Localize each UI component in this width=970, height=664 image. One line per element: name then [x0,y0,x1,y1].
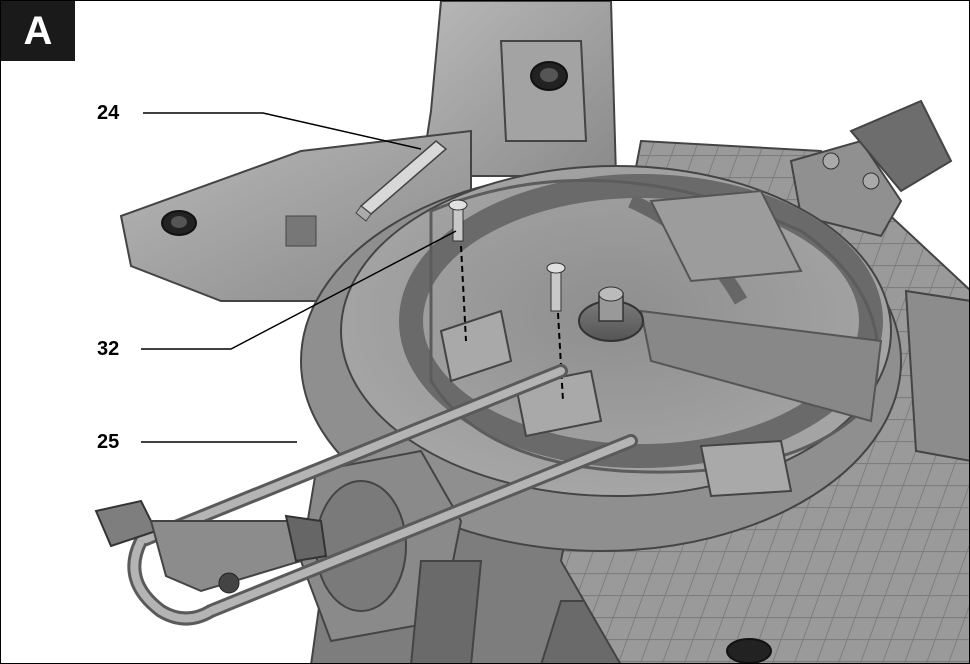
screws [448,199,566,402]
leader-32 [141,230,457,350]
center-hub [578,286,644,342]
callout-25: 25 [97,431,120,453]
lever-rod [94,364,638,626]
figure-badge: A [1,1,75,61]
turntable [300,165,902,552]
callout-leaders [141,112,457,443]
callout-24: 24 [97,102,120,124]
right-knob [789,99,953,238]
mounting-hole [726,638,772,663]
callout-32: 32 [97,338,120,360]
leader-24 [143,112,422,150]
